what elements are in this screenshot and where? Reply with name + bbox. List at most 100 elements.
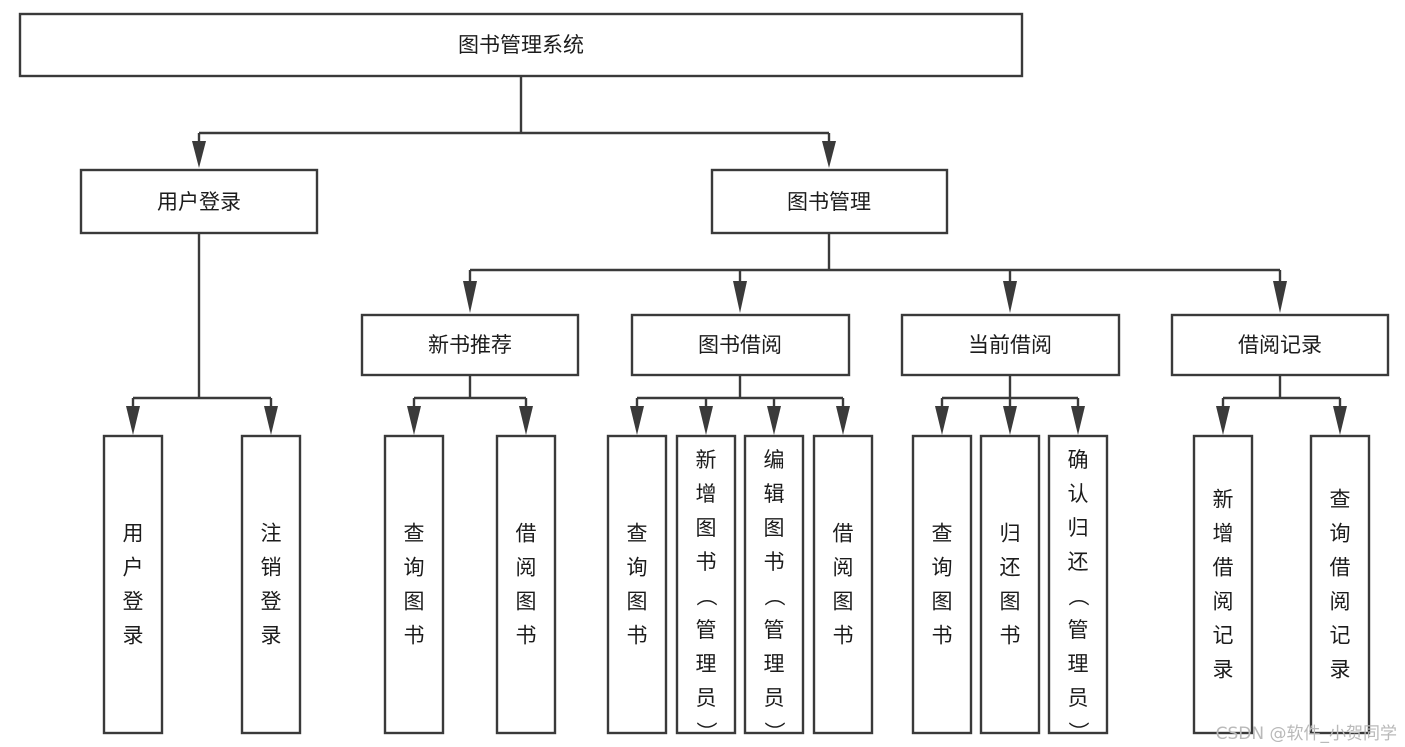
node-book-manage[interactable]: 图书管理 — [710, 168, 949, 235]
node-user-login-label: 用户登录 — [157, 190, 241, 214]
watermark: CSDN @软件_小贺同学 — [1215, 724, 1397, 744]
arrow-bb-to-leaf-edit-book — [767, 406, 781, 435]
node-leaf-user-logout-box[interactable] — [240, 434, 302, 735]
node-leaf-confirm-return-box[interactable] — [1047, 434, 1109, 735]
node-book-borrow-label: 图书借阅 — [698, 333, 782, 357]
node-borrow-record-box[interactable] — [1170, 313, 1390, 377]
node-leaf-query-book-1[interactable] — [383, 434, 445, 735]
node-leaf-query-record[interactable] — [1309, 434, 1371, 735]
node-current-borrow-label: 当前借阅 — [968, 333, 1052, 357]
node-leaf-edit-book[interactable] — [743, 434, 805, 735]
node-leaf-user-login-box[interactable] — [102, 434, 164, 735]
node-new-book-rec[interactable]: 新书推荐 — [360, 313, 580, 377]
leaf-char: 借 — [1330, 555, 1351, 579]
leaf-char: 阅 — [833, 555, 854, 579]
node-leaf-query-book-3[interactable] — [911, 434, 973, 735]
arrow-bb-to-leaf-query-book-2 — [630, 406, 644, 435]
node-leaf-return-book[interactable] — [979, 434, 1041, 735]
node-leaf-query-record-box[interactable] — [1309, 434, 1371, 735]
node-new-book-rec-box[interactable] — [360, 313, 580, 377]
leaf-char: 查 — [1330, 487, 1351, 511]
node-current-borrow-box[interactable] — [900, 313, 1121, 377]
leaf-char: 询 — [932, 555, 953, 579]
node-leaf-query-book-3-box[interactable] — [911, 434, 973, 735]
leaf-char: 书 — [833, 623, 854, 647]
leaf-char: 认 — [1068, 482, 1089, 506]
leaf-char: 销 — [261, 555, 282, 579]
leaf-char: ） — [694, 721, 718, 742]
node-leaf-query-book-2[interactable] — [606, 434, 668, 735]
leaf-char: 员 — [696, 686, 717, 710]
arrow-bb-to-leaf-add-book — [699, 406, 713, 435]
node-leaf-add-record[interactable] — [1192, 434, 1254, 735]
arrow-nbr-to-leaf-borrow-book-1 — [519, 406, 533, 435]
node-leaf-user-login-label: 用户登录 — [123, 521, 144, 647]
node-leaf-return-book-box[interactable] — [979, 434, 1041, 735]
leaf-char: 归 — [1000, 521, 1021, 545]
node-root-label: 图书管理系统 — [458, 33, 584, 57]
node-root[interactable]: 图书管理系统 — [18, 12, 1024, 78]
node-borrow-record[interactable]: 借阅记录 — [1170, 313, 1390, 377]
leaf-char: 询 — [1330, 521, 1351, 545]
node-leaf-add-book-box[interactable] — [675, 434, 737, 735]
leaf-char: 理 — [1068, 652, 1089, 676]
leaf-char: 阅 — [1213, 589, 1234, 613]
node-borrow-record-label: 借阅记录 — [1238, 333, 1322, 357]
leaf-char: 查 — [932, 521, 953, 545]
leaf-char: 查 — [627, 521, 648, 545]
arrow-cb-to-leaf-return-book — [1003, 406, 1017, 435]
leaf-char: 图 — [696, 516, 717, 540]
node-book-borrow[interactable]: 图书借阅 — [630, 313, 851, 377]
leaf-char: 查 — [404, 521, 425, 545]
node-current-borrow[interactable]: 当前借阅 — [900, 313, 1121, 377]
node-leaf-borrow-book-2-box[interactable] — [812, 434, 874, 735]
leaf-char: 理 — [696, 652, 717, 676]
node-leaf-query-book-2-box[interactable] — [606, 434, 668, 735]
leaf-char: 书 — [764, 550, 785, 574]
arrow-ul-to-leaf-user-logout — [264, 406, 278, 435]
leaf-char: 录 — [123, 623, 144, 647]
node-leaf-user-login[interactable] — [102, 434, 164, 735]
node-leaf-add-book[interactable] — [675, 434, 737, 735]
leaf-char: 记 — [1330, 623, 1351, 647]
node-user-login[interactable]: 用户登录 — [79, 168, 319, 235]
node-root-box[interactable] — [18, 12, 1024, 78]
node-leaf-borrow-book-1[interactable] — [495, 434, 557, 735]
node-leaf-user-logout[interactable] — [240, 434, 302, 735]
leaf-char: 登 — [261, 589, 282, 613]
leaf-char: 借 — [516, 521, 537, 545]
leaf-char: 询 — [404, 555, 425, 579]
arrow-bm-to-borrow-record — [1273, 281, 1287, 313]
node-leaf-confirm-return[interactable] — [1047, 434, 1109, 735]
leaf-char: 辑 — [764, 482, 785, 506]
arrow-bb-to-leaf-borrow-book-2 — [836, 406, 850, 435]
node-leaf-borrow-book-1-box[interactable] — [495, 434, 557, 735]
leaf-char: 户 — [123, 555, 144, 579]
node-book-borrow-box[interactable] — [630, 313, 851, 377]
node-leaf-query-book-1-box[interactable] — [383, 434, 445, 735]
leaf-char: 图 — [1000, 589, 1021, 613]
leaf-char: 录 — [1213, 657, 1234, 681]
node-leaf-edit-book-box[interactable] — [743, 434, 805, 735]
node-leaf-add-record-box[interactable] — [1192, 434, 1254, 735]
leaf-char: 阅 — [516, 555, 537, 579]
node-leaf-borrow-book-2[interactable] — [812, 434, 874, 735]
leaf-char: 图 — [627, 589, 648, 613]
leaf-labels-layer: 用户登录注销登录查询图书借阅图书查询图书新增图书（管理员）编辑图书（管理员）借阅… — [123, 448, 1351, 743]
node-book-manage-box[interactable] — [710, 168, 949, 235]
leaf-char: （ — [1066, 585, 1090, 606]
leaf-char: 借 — [1213, 555, 1234, 579]
arrow-cb-to-leaf-query-book-3 — [935, 406, 949, 435]
leaf-char: 注 — [261, 521, 282, 545]
leaf-char: 新 — [696, 448, 717, 472]
leaf-char: 图 — [404, 589, 425, 613]
leaf-char: 管 — [764, 618, 785, 642]
node-user-login-box[interactable] — [79, 168, 319, 235]
leaf-char: 书 — [627, 623, 648, 647]
